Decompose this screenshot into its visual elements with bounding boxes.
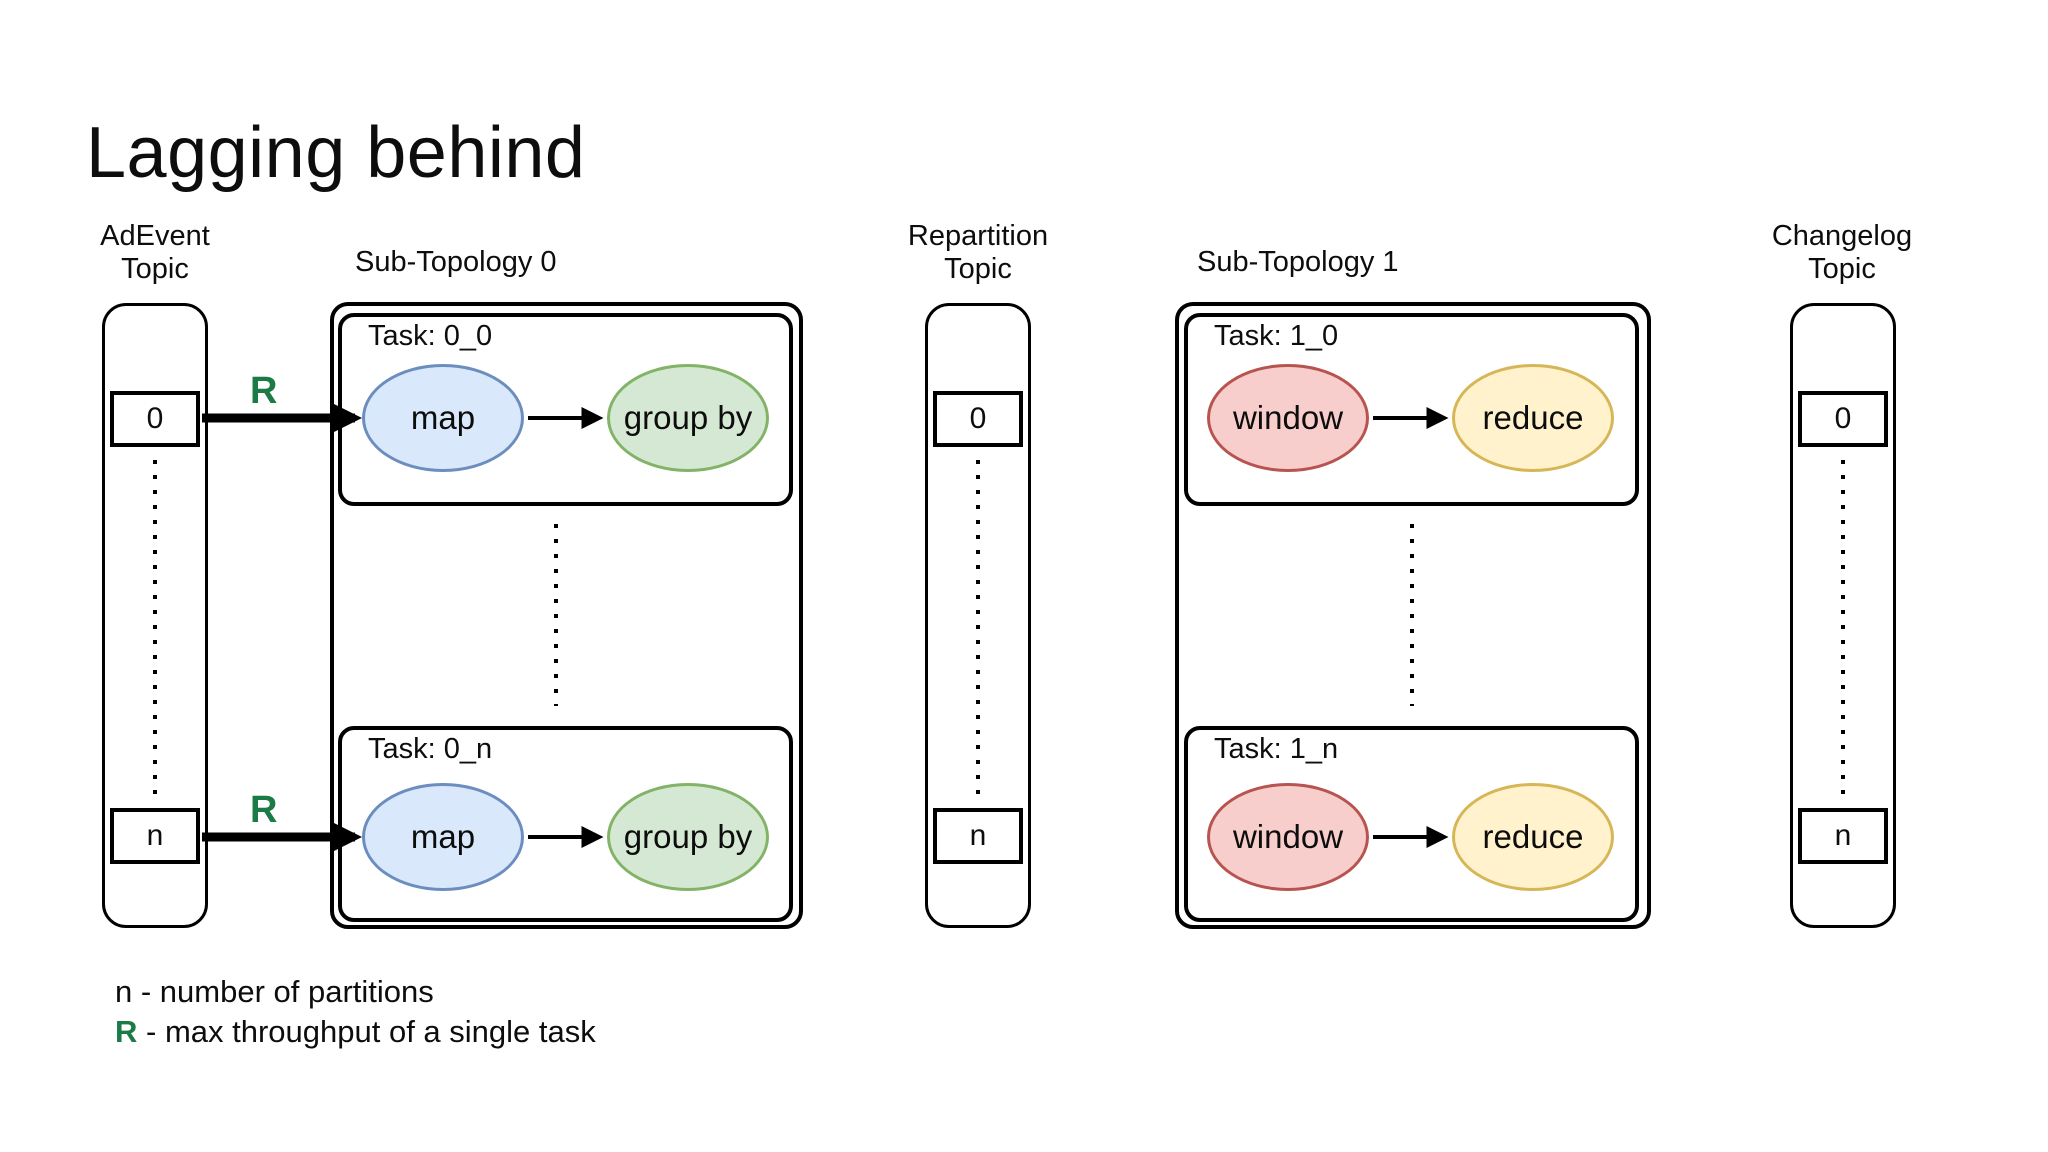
group-by-node-task-0-0: group by	[607, 364, 769, 472]
task-1-0-label: Task: 1_0	[1214, 320, 1339, 352]
changelog-partition-ellipsis	[1841, 460, 1845, 800]
page-title: Lagging behind	[86, 113, 586, 193]
legend-line-partitions: n - number of partitions	[115, 972, 596, 1012]
adevent-topic-label: AdEvent Topic	[55, 220, 255, 286]
legend: n - number of partitions R - max through…	[115, 972, 596, 1052]
task-0-n-label: Task: 0_n	[368, 733, 493, 765]
map-node-task-0-0: map	[362, 364, 524, 472]
repartition-topic-label: Repartition Topic	[878, 220, 1078, 286]
subtopology-1-label: Sub-Topology 1	[1197, 246, 1399, 278]
window-node-task-1-n: window	[1207, 783, 1369, 891]
window-node-task-1-0: window	[1207, 364, 1369, 472]
task-0-0-label: Task: 0_0	[368, 320, 493, 352]
adevent-topic-label-line1: AdEvent	[100, 220, 210, 252]
subtopology-1-task-ellipsis	[1410, 524, 1414, 706]
changelog-partition-0-box: 0	[1798, 391, 1888, 447]
reduce-node-task-1-0: reduce	[1452, 364, 1614, 472]
repartition-topic-label-line1: Repartition	[907, 220, 1049, 252]
legend-r-symbol: R	[115, 1014, 138, 1049]
group-by-node-task-0-n: group by	[607, 783, 769, 891]
legend-line-throughput: R - max throughput of a single task	[115, 1012, 596, 1052]
legend-n-text: - number of partitions	[132, 974, 434, 1009]
task-1-n-label: Task: 1_n	[1214, 733, 1339, 765]
changelog-topic-label-line1: Changelog	[1771, 220, 1913, 252]
map-node-task-0-n: map	[362, 783, 524, 891]
adevent-partition-ellipsis	[153, 460, 157, 800]
changelog-topic-label: Changelog Topic	[1742, 220, 1942, 286]
throughput-label-bottom: R	[250, 789, 278, 831]
repartition-partition-n-box: n	[933, 808, 1023, 864]
repartition-partition-ellipsis	[976, 460, 980, 800]
throughput-label-top: R	[250, 370, 278, 412]
reduce-node-task-1-n: reduce	[1452, 783, 1614, 891]
adevent-topic-label-line2: Topic	[121, 253, 189, 285]
changelog-partition-n-box: n	[1798, 808, 1888, 864]
legend-r-text: - max throughput of a single task	[137, 1014, 596, 1049]
repartition-topic-label-line2: Topic	[944, 253, 1012, 285]
adevent-partition-0-box: 0	[110, 391, 200, 447]
subtopology-0-task-ellipsis	[554, 524, 558, 706]
changelog-topic-label-line2: Topic	[1808, 253, 1876, 285]
adevent-partition-n-box: n	[110, 808, 200, 864]
legend-n-symbol: n	[115, 974, 133, 1009]
repartition-partition-0-box: 0	[933, 391, 1023, 447]
subtopology-0-label: Sub-Topology 0	[355, 246, 557, 278]
